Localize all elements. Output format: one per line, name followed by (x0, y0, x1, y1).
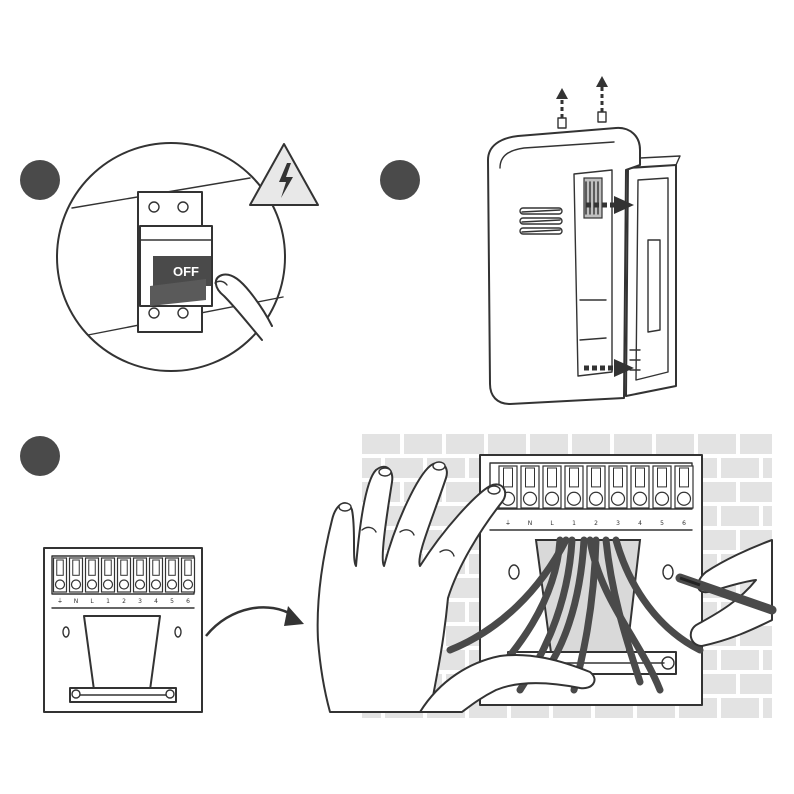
svg-text:1: 1 (106, 598, 110, 605)
svg-text:6: 6 (186, 598, 190, 605)
terminal-block (587, 466, 605, 508)
svg-text:⏚: ⏚ (505, 520, 511, 527)
svg-text:4: 4 (154, 598, 158, 605)
terminal-block (565, 466, 583, 508)
step-3-panel: ⏚ N L 1 2 3 4 5 6 (20, 434, 772, 718)
arrow-icon (206, 606, 304, 636)
svg-text:5: 5 (170, 598, 174, 605)
svg-text:1: 1 (572, 520, 576, 527)
svg-text:2: 2 (122, 598, 126, 605)
svg-text:⏚: ⏚ (57, 598, 63, 605)
terminal-block (631, 466, 649, 508)
terminal-block (609, 466, 627, 508)
terminal-block (70, 558, 83, 592)
terminal-block (166, 558, 179, 592)
svg-text:6: 6 (682, 520, 686, 527)
terminal-block (54, 558, 67, 592)
step-2-marker (380, 160, 420, 200)
high-voltage-warning-icon (250, 144, 318, 205)
terminal-block (675, 466, 693, 508)
step-2-panel (380, 76, 680, 404)
step-3-marker (20, 436, 60, 476)
terminal-block (543, 466, 561, 508)
terminal-block (182, 558, 195, 592)
svg-text:5: 5 (660, 520, 664, 527)
screw-removal-arrows (556, 76, 608, 128)
terminal-block (118, 558, 131, 592)
svg-text:N: N (528, 520, 533, 527)
svg-text:3: 3 (138, 598, 142, 605)
step-1-marker (20, 160, 60, 200)
mounting-base-plate: ⏚ N L 1 2 3 4 5 6 (44, 548, 202, 712)
svg-text:N: N (74, 598, 79, 605)
step-1-panel: OFF (20, 143, 318, 371)
svg-text:3: 3 (616, 520, 620, 527)
terminal-block (102, 558, 115, 592)
terminal-block (150, 558, 163, 592)
svg-text:2: 2 (594, 520, 598, 527)
device-back-plate (626, 156, 680, 396)
terminal-block (653, 466, 671, 508)
terminal-labels-small: ⏚ N L 1 2 3 4 5 6 (57, 598, 190, 605)
terminal-block (86, 558, 99, 592)
svg-text:4: 4 (638, 520, 642, 527)
terminal-block (134, 558, 147, 592)
breaker-off-label: OFF (173, 264, 199, 279)
terminal-block (521, 466, 539, 508)
